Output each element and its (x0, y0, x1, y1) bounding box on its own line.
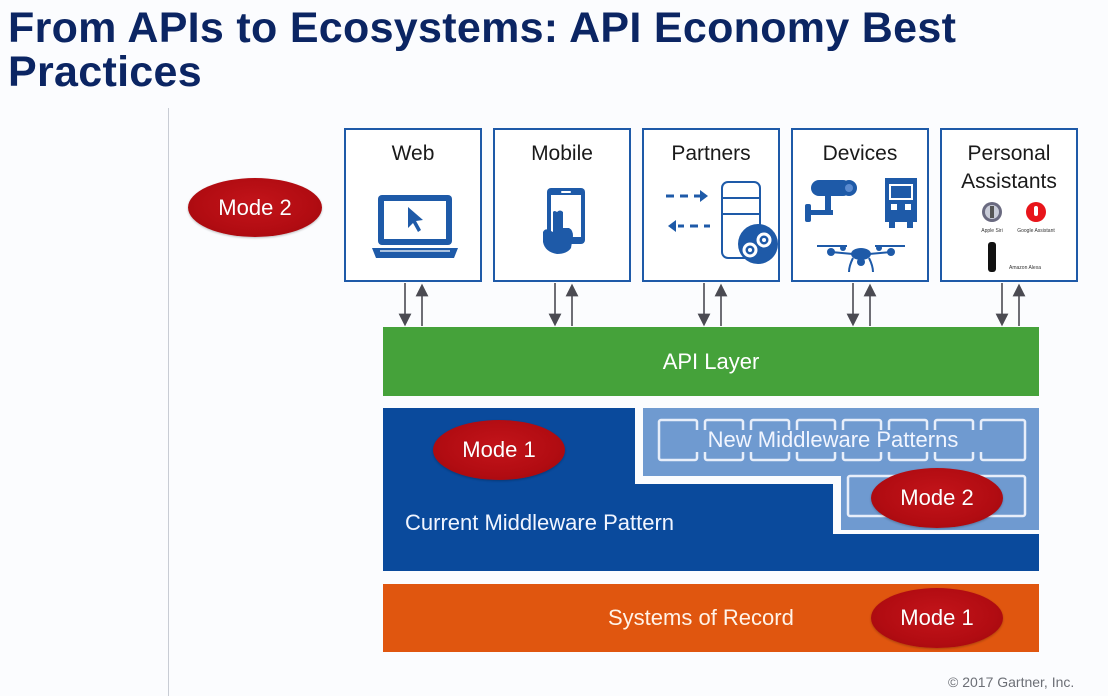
mode-1-sor-badge: Mode 1 (871, 588, 1003, 648)
voice-assistants-icon (982, 202, 1046, 272)
middleware-region: New Middleware Patterns Current Middlewa… (383, 408, 1039, 571)
channel-label: Personal Assistants (961, 142, 1057, 193)
api-layer-label: API Layer (662, 348, 760, 374)
channel-web: Web (344, 128, 482, 282)
channel-label: Devices (822, 142, 898, 165)
server-exchange-gears-icon (666, 181, 778, 264)
channel-label: Mobile (531, 142, 593, 165)
channel-label: Partners (671, 142, 751, 165)
channel-partners: Partners (642, 128, 780, 282)
copyright-notice: © 2017 Gartner, Inc. (948, 674, 1075, 690)
title-line-1: From APIs to Ecosystems: API Economy Bes… (8, 4, 957, 52)
mode-1-middleware-badge: Mode 1 (433, 420, 565, 480)
systems-of-record-bar: Systems of Record Mode 1 (383, 584, 1039, 652)
laptop-cursor-icon (372, 195, 458, 258)
new-middleware-label: New Middleware Patterns (707, 427, 959, 452)
api-layer-bar: API Layer (383, 327, 1039, 396)
amazon-alexa-label: Amazon Alexa (1009, 265, 1041, 271)
mode-label: Mode 2 (218, 194, 292, 220)
systems-of-record-label: Systems of Record (608, 605, 794, 630)
mode-2-channels-badge: Mode 2 (188, 178, 322, 237)
channel-devices: Devices (791, 128, 929, 282)
mode-label: Mode 1 (462, 437, 536, 462)
channel-label: Web (391, 142, 435, 165)
smartphone-touch-icon (543, 188, 585, 254)
mode-label: Mode 1 (900, 605, 974, 630)
title-line-2: Practices (8, 48, 202, 96)
mode-2-middleware-badge: Mode 2 (871, 468, 1003, 528)
current-middleware-label: Current Middleware Pattern (405, 510, 675, 535)
slide-title: From APIs to Ecosystems: API Economy Bes… (8, 6, 956, 94)
channel-personal-assistants: Personal Assistants Apple Siri Google As… (940, 128, 1078, 282)
mode-label: Mode 2 (900, 485, 974, 510)
google-assistant-label: Google Assistant (1017, 228, 1055, 234)
apple-siri-label: Apple Siri (981, 228, 1003, 234)
camera-truck-drone-icon (805, 178, 917, 273)
channel-mobile: Mobile (493, 128, 631, 282)
divider-line (168, 108, 169, 696)
